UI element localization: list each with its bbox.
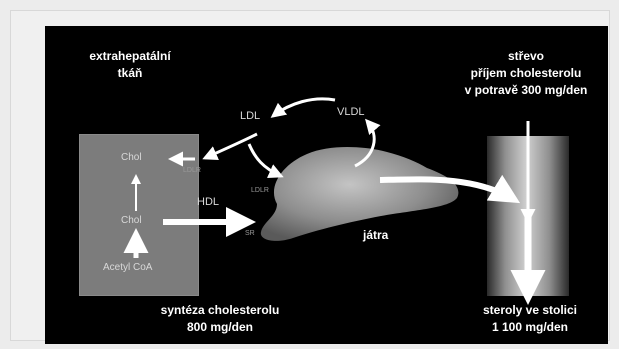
- synthesis-label: syntéza cholesterolu 800 mg/den: [145, 302, 295, 336]
- intestine-label: střevo příjem cholesterolu v potravě 300…: [441, 48, 608, 99]
- extrahepatic-line-2: tkáň: [75, 65, 185, 82]
- acetyl-coa-label: Acetyl CoA: [103, 262, 152, 273]
- synthesis-line-2: 800 mg/den: [145, 319, 295, 336]
- chol-top-label: Chol: [121, 152, 142, 163]
- diagram-canvas: extrahepatální tkáň střevo příjem choles…: [45, 26, 608, 344]
- extrahepatic-tissue-label: extrahepatální tkáň: [75, 48, 185, 82]
- extrahepatic-line-1: extrahepatální: [75, 48, 185, 65]
- hdl-receptor-liver-label: SR: [245, 230, 255, 237]
- intestine-line-3: v potravě 300 mg/den: [441, 82, 608, 99]
- excretion-label: steroly ve stolici 1 100 mg/den: [465, 302, 595, 336]
- ldl-receptor-liver-label: LDLR: [251, 187, 269, 194]
- ldl-to-liver-arrow: [249, 144, 281, 176]
- synthesis-line-1: syntéza cholesterolu: [145, 302, 295, 319]
- vldl-to-ldl-arrow: [273, 99, 335, 116]
- figure-frame: extrahepatální tkáň střevo příjem choles…: [10, 10, 610, 341]
- ldl-label: LDL: [240, 110, 260, 122]
- excretion-line-1: steroly ve stolici: [465, 302, 595, 319]
- hdl-label: HDL: [197, 196, 219, 208]
- liver-label: játra: [363, 228, 388, 242]
- liver-shape: [261, 147, 459, 241]
- vldl-label: VLDL: [337, 106, 365, 118]
- chol-bottom-label: Chol: [121, 215, 142, 226]
- intestine-line-1: střevo: [441, 48, 608, 65]
- excretion-line-2: 1 100 mg/den: [465, 319, 595, 336]
- intestine-line-2: příjem cholesterolu: [441, 65, 608, 82]
- ldl-receptor-tissue-label: LDLR: [183, 167, 201, 174]
